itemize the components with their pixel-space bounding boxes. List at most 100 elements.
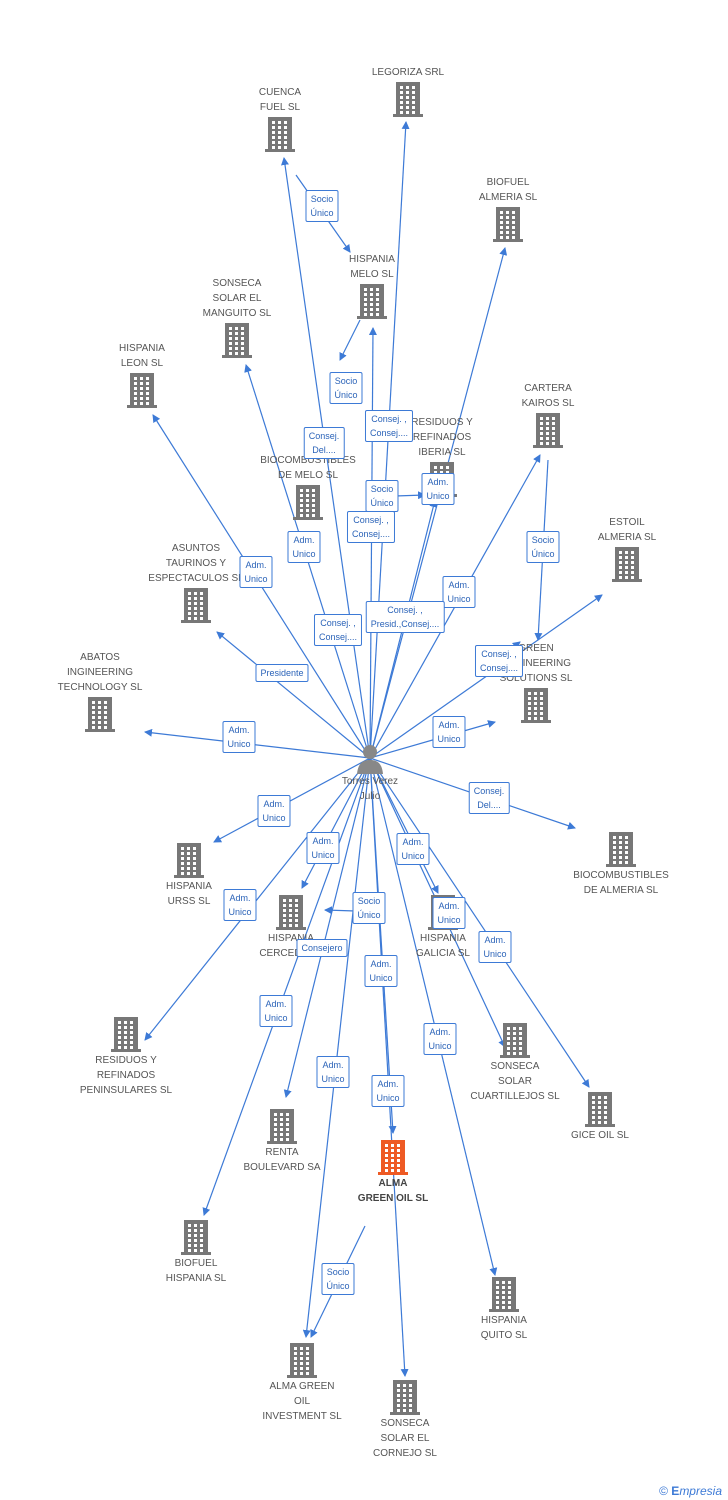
company-name: HISPANIA MELO SL (349, 254, 395, 280)
role-label[interactable]: Consej. , Consej.... (364, 410, 414, 442)
role-label[interactable]: Socio Único (329, 372, 363, 404)
edge-line (216, 631, 371, 759)
role-label[interactable]: Adm. Unico (423, 1023, 457, 1055)
role-label[interactable]: Consej. , Consej.... (346, 511, 396, 543)
building-icon (215, 115, 345, 153)
role-label[interactable]: Socio Único (352, 892, 386, 924)
company-node[interactable]: HISPANIA URSS SL (124, 841, 254, 909)
edge-line (339, 319, 361, 361)
person-icon (305, 744, 435, 774)
role-label[interactable]: Socio Único (526, 531, 560, 563)
building-icon (471, 686, 601, 724)
role-label[interactable]: Adm. Unico (223, 889, 257, 921)
company-node[interactable]: ALMA GREEN OIL SL (328, 1138, 458, 1206)
role-label[interactable]: Adm. Unico (371, 1075, 405, 1107)
role-label[interactable]: Consej. Del.... (303, 427, 345, 459)
company-node[interactable]: CUENCA FUEL SL (215, 85, 345, 153)
role-label[interactable]: Socio Único (305, 190, 339, 222)
company-name: RESIDUOS Y REFINADOS IBERIA SL (411, 417, 473, 458)
building-icon (307, 282, 437, 320)
role-label[interactable]: Adm. Unico (306, 832, 340, 864)
company-node[interactable]: HISPANIA QUITO SL (439, 1275, 569, 1343)
company-node[interactable]: ESTOIL ALMERIA SL (562, 515, 692, 583)
role-label[interactable]: Consej. Del.... (468, 782, 510, 814)
company-name: ABATOS INGINEERING TECHNOLOGY SL (57, 652, 143, 693)
building-icon (131, 586, 261, 624)
company-node[interactable]: ABATOS INGINEERING TECHNOLOGY SL (35, 650, 165, 733)
building-icon (483, 411, 613, 449)
edge-line (301, 757, 371, 889)
company-node[interactable]: CARTERA KAIROS SL (483, 381, 613, 449)
company-node[interactable]: BIOFUEL HISPANIA SL (131, 1218, 261, 1286)
company-name: CUENCA FUEL SL (258, 87, 302, 113)
company-node[interactable]: ASUNTOS TAURINOS Y ESPECTACULOS SL (131, 541, 261, 624)
role-label[interactable]: Adm. Unico (257, 795, 291, 827)
role-label[interactable]: Adm. Unico (442, 576, 476, 608)
role-label[interactable]: Adm. Unico (432, 897, 466, 929)
company-name: GICE OIL SL (571, 1130, 629, 1141)
company-name: RESIDUOS Y REFINADOS PENINSULARES SL (79, 1055, 173, 1096)
company-name: SONSECA SOLAR EL CORNEJO SL (373, 1418, 437, 1459)
role-label[interactable]: Consej. , Consej.... (313, 614, 363, 646)
role-label[interactable]: Socio Único (321, 1263, 355, 1295)
edge-line (202, 757, 371, 1216)
role-label[interactable]: Adm. Unico (396, 833, 430, 865)
role-label[interactable]: Adm. Unico (478, 931, 512, 963)
company-node[interactable]: RENTA BOULEVARD SA (217, 1107, 347, 1175)
company-node[interactable]: SONSECA SOLAR CUARTILLEJOS SL (450, 1021, 580, 1104)
company-name: BIOFUEL ALMERIA SL (478, 177, 538, 203)
role-label[interactable]: Adm. Unico (222, 721, 256, 753)
edge-line (283, 757, 371, 1098)
company-node[interactable]: BIOFUEL ALMERIA SL (443, 175, 573, 243)
role-label[interactable]: Consej. , Consej.... (474, 645, 524, 677)
company-name: ALMA GREEN OIL SL (357, 1178, 429, 1204)
company-name: ASUNTOS TAURINOS Y ESPECTACULOS SL (148, 543, 244, 584)
role-label[interactable]: Consejero (296, 939, 348, 957)
company-name: ALMA GREEN OIL INVESTMENT SL (262, 1381, 342, 1422)
building-icon (340, 1378, 470, 1416)
company-name: HISPANIA URSS SL (166, 881, 212, 907)
role-label[interactable]: Adm. Unico (259, 995, 293, 1027)
company-name: LEGORIZA SRL (371, 67, 445, 78)
company-node[interactable]: HISPANIA LEON SL (77, 341, 207, 409)
company-name: GREEN ENGINEERING SOLUTIONS SL (499, 643, 573, 684)
role-label[interactable]: Adm. Unico (364, 955, 398, 987)
company-name: BIOCOMBUSTIBLES DE MELO SL (260, 455, 356, 481)
company-node[interactable]: RESIDUOS Y REFINADOS PENINSULARES SL (61, 1015, 191, 1098)
role-label[interactable]: Adm. Unico (287, 531, 321, 563)
edge-line (369, 757, 590, 1088)
role-label[interactable]: Adm. Unico (239, 556, 273, 588)
role-label[interactable]: Adm. Unico (316, 1056, 350, 1088)
company-name: HISPANIA LEON SL (119, 343, 165, 369)
building-icon (443, 205, 573, 243)
company-name: CARTERA KAIROS SL (521, 383, 575, 409)
company-node[interactable]: BIOCOMBUSTIBLES DE ALMERIA SL (556, 830, 686, 898)
building-icon (35, 695, 165, 733)
building-icon (535, 1090, 665, 1128)
company-node[interactable]: SONSECA SOLAR EL MANGUITO SL (172, 276, 302, 359)
edge-line (213, 757, 371, 843)
company-node[interactable]: HISPANIA MELO SL (307, 252, 437, 320)
role-label[interactable]: Consej. , Presid.,Consej.... (365, 601, 445, 633)
company-node[interactable]: GREEN ENGINEERING SOLUTIONS SL (471, 641, 601, 724)
role-label[interactable]: Adm. Unico (432, 716, 466, 748)
brand-logo: © Empresia (659, 1484, 722, 1498)
company-name: BIOFUEL HISPANIA SL (165, 1258, 227, 1284)
company-name: SONSECA SOLAR EL MANGUITO SL (202, 278, 272, 319)
company-node[interactable]: SONSECA SOLAR EL CORNEJO SL (340, 1378, 470, 1461)
company-node[interactable]: LEGORIZA SRL (343, 65, 473, 118)
building-icon (450, 1021, 580, 1059)
edge-line (394, 491, 426, 500)
company-node[interactable]: BIOCOMBUSTIBLES DE MELO SL (243, 453, 373, 521)
building-icon (562, 545, 692, 583)
role-label[interactable]: Socio Único (365, 480, 399, 512)
building-icon (556, 830, 686, 868)
edge-line (369, 757, 498, 1276)
company-node[interactable]: GICE OIL SL (535, 1090, 665, 1143)
role-label[interactable]: Presidente (255, 664, 309, 682)
role-label[interactable]: Adm. Unico (421, 473, 455, 505)
company-node[interactable]: ALMA GREEN OIL INVESTMENT SL (237, 1341, 367, 1424)
building-icon (226, 893, 356, 931)
company-name: RENTA BOULEVARD SA (243, 1147, 321, 1173)
person-node[interactable]: Torres Verez Julio (305, 744, 435, 804)
